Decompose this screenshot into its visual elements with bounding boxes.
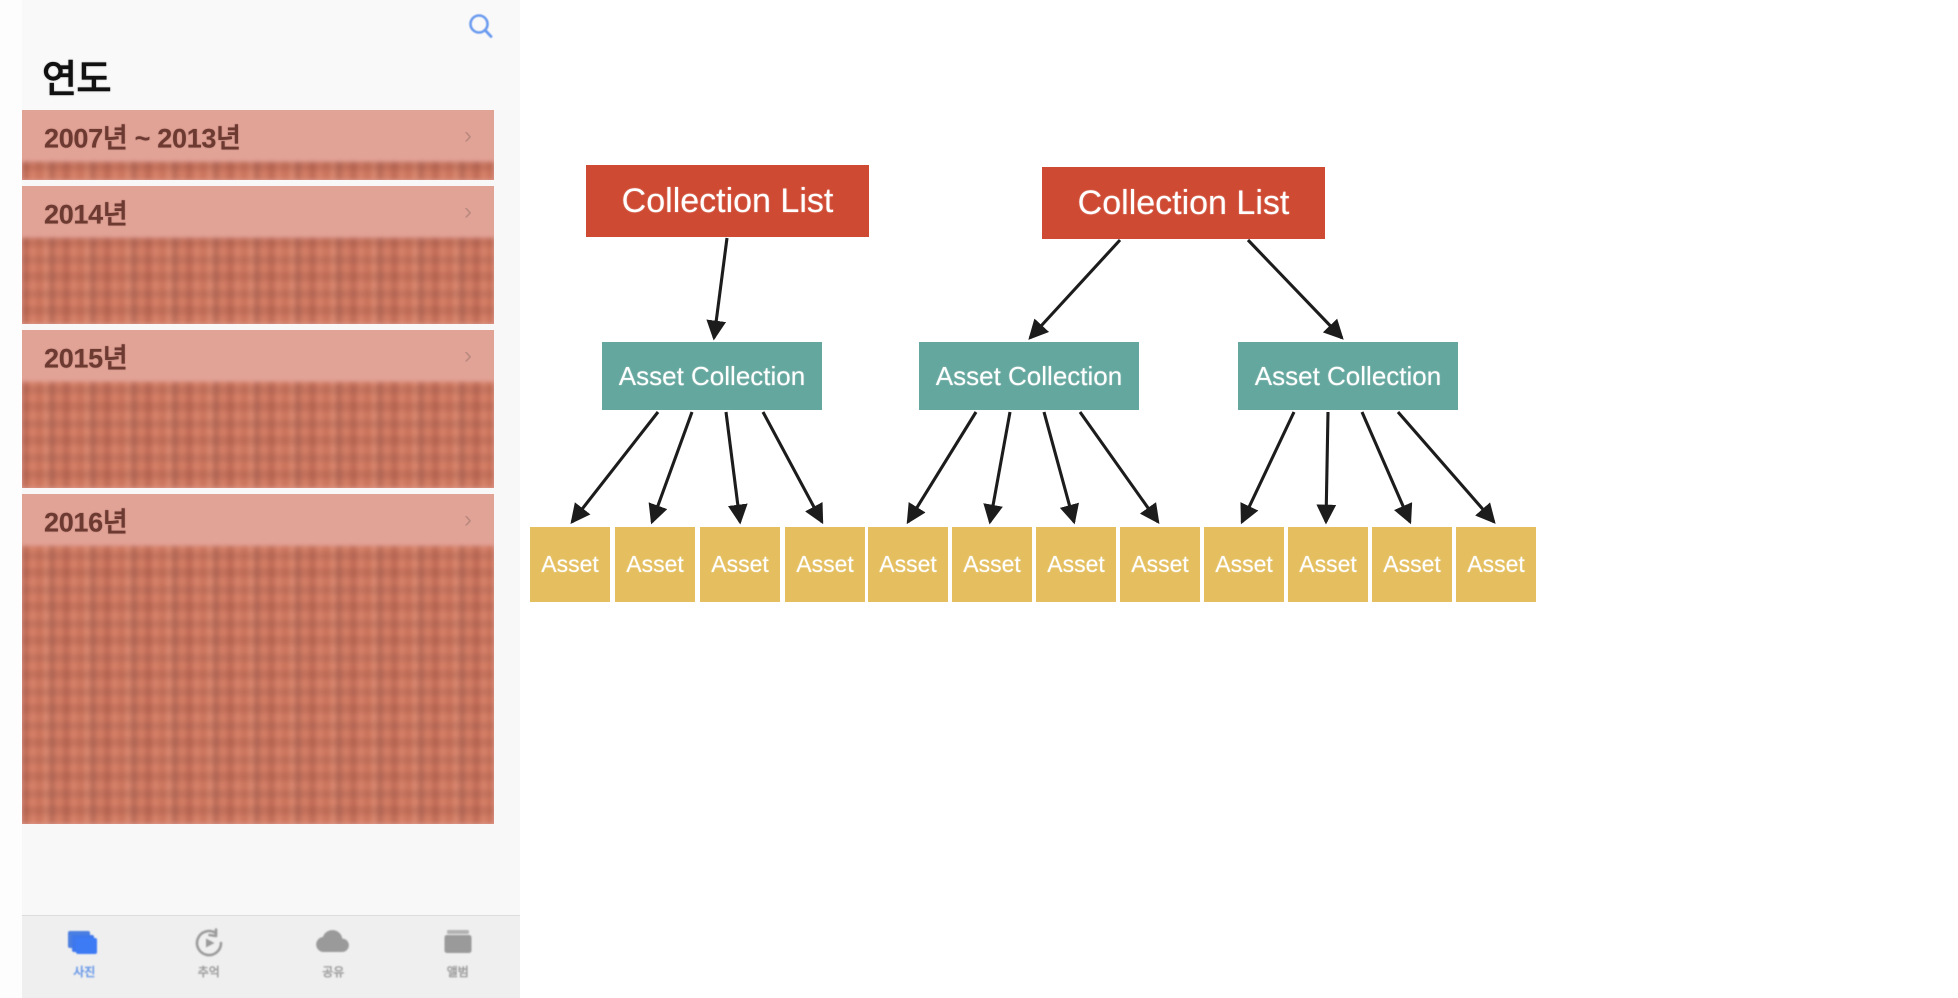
asset-collection-node[interactable]: Asset Collection	[919, 342, 1139, 410]
chevron-right-icon: ›	[464, 198, 472, 225]
asset-node-label: Asset	[963, 551, 1021, 577]
year-row-header: 2007년 ~ 2013년 ›	[22, 110, 494, 162]
edge-asset-collection-1-to-asset-2	[648, 411, 694, 525]
asset-node[interactable]: Asset	[530, 527, 610, 602]
asset-node[interactable]: Asset	[868, 527, 948, 602]
asset-node[interactable]: Asset	[1120, 527, 1200, 602]
page-title: 연도	[42, 59, 111, 101]
albums-icon	[441, 926, 475, 960]
asset-node-label: Asset	[541, 551, 599, 577]
search-icon[interactable]	[464, 10, 498, 44]
asset-node[interactable]: Asset	[615, 527, 695, 602]
edge-asset-collection-2-to-asset-5	[906, 411, 978, 525]
for-you-icon	[192, 926, 226, 960]
asset-node-label: Asset	[711, 551, 769, 577]
list-item[interactable]: 2007년 ~ 2013년 ›	[22, 110, 494, 180]
edge-collection-list-1-to-asset-collection-1	[706, 237, 729, 341]
photos-app-panel: 연도 2007년 ~ 2013년 › 2014년 › 2015년	[0, 0, 522, 998]
year-label: 2015년	[44, 343, 128, 374]
phone-screen: 연도 2007년 ~ 2013년 › 2014년 › 2015년	[22, 0, 520, 998]
photo-mosaic-thumbnail[interactable]	[22, 238, 494, 324]
tab-label: 사진	[73, 965, 96, 979]
asset-node-label: Asset	[879, 551, 937, 577]
tab-photos[interactable]: 사진	[22, 916, 147, 980]
asset-node[interactable]: Asset	[1456, 527, 1536, 602]
year-label: 2007년 ~ 2013년	[44, 123, 241, 154]
collection-list-node-label: Collection List	[1077, 183, 1290, 222]
edge-asset-collection-2-to-asset-8	[1078, 411, 1160, 525]
edge-asset-collection-3-to-asset-9	[1240, 411, 1296, 525]
list-item[interactable]: 2015년 ›	[22, 330, 494, 488]
photos-icon	[67, 926, 101, 960]
collection-list-node[interactable]: Collection List	[1042, 167, 1325, 239]
asset-collection-node-label: Asset Collection	[618, 360, 806, 391]
edge-asset-collection-2-to-asset-7	[1042, 411, 1080, 525]
edge-asset-collection-2-to-asset-6	[983, 411, 1012, 525]
asset-node[interactable]: Asset	[1372, 527, 1452, 602]
year-row-header: 2014년 ›	[22, 186, 494, 238]
phone-frame-edge	[0, 0, 23, 998]
tab-label: 공유	[322, 965, 345, 979]
asset-node-label: Asset	[1215, 551, 1273, 577]
asset-collection-node[interactable]: Asset Collection	[602, 342, 822, 410]
asset-collection-node[interactable]: Asset Collection	[1238, 342, 1458, 410]
tab-for-you[interactable]: 추억	[147, 916, 272, 980]
list-item[interactable]: 2016년 ›	[22, 494, 494, 824]
year-row-header: 2015년 ›	[22, 330, 494, 382]
tab-label: 앨범	[446, 965, 469, 979]
asset-node[interactable]: Asset	[785, 527, 865, 602]
asset-node-label: Asset	[626, 551, 684, 577]
asset-node-label: Asset	[796, 551, 854, 577]
chevron-right-icon: ›	[464, 122, 472, 149]
collection-list-node-label: Collection List	[621, 181, 834, 220]
diagram-edges	[570, 237, 1496, 525]
asset-node-label: Asset	[1299, 551, 1357, 577]
tab-label: 추억	[197, 965, 220, 979]
asset-node-label: Asset	[1383, 551, 1441, 577]
asset-node-label: Asset	[1047, 551, 1105, 577]
asset-collection-node-label: Asset Collection	[1254, 360, 1442, 391]
collection-list-node[interactable]: Collection List	[586, 165, 869, 237]
year-label: 2014년	[44, 199, 128, 230]
year-row-header: 2016년 ›	[22, 494, 494, 546]
year-label: 2016년	[44, 507, 128, 538]
chevron-right-icon: ›	[464, 506, 472, 533]
edge-collection-list-2-to-asset-collection-2	[1028, 238, 1122, 340]
asset-node[interactable]: Asset	[1288, 527, 1368, 602]
chevron-right-icon: ›	[464, 342, 472, 369]
asset-collection-node-label: Asset Collection	[935, 360, 1123, 391]
asset-node[interactable]: Asset	[700, 527, 780, 602]
edge-asset-collection-3-to-asset-11	[1360, 411, 1413, 525]
asset-node[interactable]: Asset	[1204, 527, 1284, 602]
asset-node-label: Asset	[1131, 551, 1189, 577]
asset-node[interactable]: Asset	[952, 527, 1032, 602]
edge-asset-collection-3-to-asset-10	[1316, 411, 1337, 525]
tab-shared[interactable]: 공유	[271, 916, 396, 980]
asset-node-label: Asset	[1467, 551, 1525, 577]
list-item[interactable]: 2014년 ›	[22, 186, 494, 324]
edge-asset-collection-1-to-asset-3	[724, 411, 748, 525]
asset-node[interactable]: Asset	[1036, 527, 1116, 602]
tab-bar: 사진 추억 공유	[22, 915, 520, 998]
edge-asset-collection-1-to-asset-1	[570, 411, 660, 524]
edge-asset-collection-1-to-asset-4	[761, 411, 824, 525]
tab-albums[interactable]: 앨범	[396, 916, 521, 980]
edge-collection-list-2-to-asset-collection-3	[1246, 238, 1344, 340]
edge-asset-collection-3-to-asset-12	[1396, 410, 1496, 524]
photo-mosaic-thumbnail[interactable]	[22, 546, 494, 824]
year-list[interactable]: 2007년 ~ 2013년 › 2014년 › 2015년 ›	[22, 110, 520, 916]
navigation-bar: 연도	[22, 0, 520, 110]
photo-mosaic-thumbnail[interactable]	[22, 382, 494, 488]
photo-mosaic-thumbnail[interactable]	[22, 162, 494, 180]
shared-cloud-icon	[314, 926, 352, 960]
